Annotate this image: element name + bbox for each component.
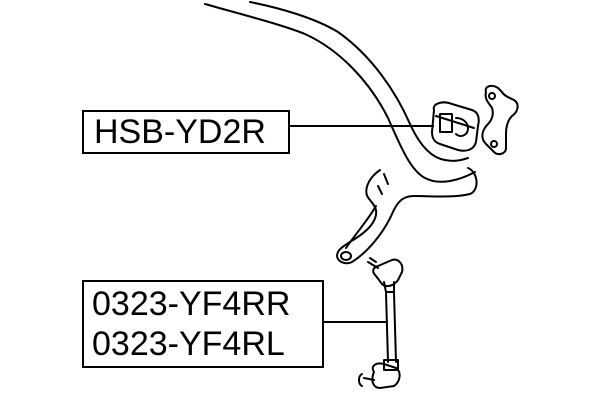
stabilizer-bar-outer [204, 3, 476, 183]
bar-end-arm [336, 167, 478, 265]
link-upper-ball [372, 258, 404, 288]
part-number-link-right: 0323-YF4RR [92, 285, 291, 323]
link-rod-left [385, 291, 389, 363]
part-label-bushing: HSB-YD2R [82, 110, 290, 154]
link-upper-collar [383, 281, 395, 293]
link-rod-right [393, 291, 397, 363]
bar-end-eye [340, 251, 352, 261]
part-number-bushing: HSB-YD2R [94, 113, 266, 151]
stabilizer-bar-inner [249, 1, 469, 162]
link-lower-ball [371, 362, 401, 389]
part-number-link-left: 0323-YF4RL [92, 325, 285, 363]
bar-end-ribs [377, 173, 389, 195]
part-label-link: 0323-YF4RR 0323-YF4RL [82, 280, 324, 368]
bracket-hole-top [488, 92, 496, 100]
bushing-detail [455, 117, 469, 137]
bar-end-arm-inner [345, 205, 377, 249]
bracket [481, 84, 519, 156]
link-lower-stud [358, 373, 375, 387]
bracket-hole-bottom [490, 140, 498, 148]
bushing-face [439, 113, 453, 133]
bushing-body [431, 101, 480, 152]
